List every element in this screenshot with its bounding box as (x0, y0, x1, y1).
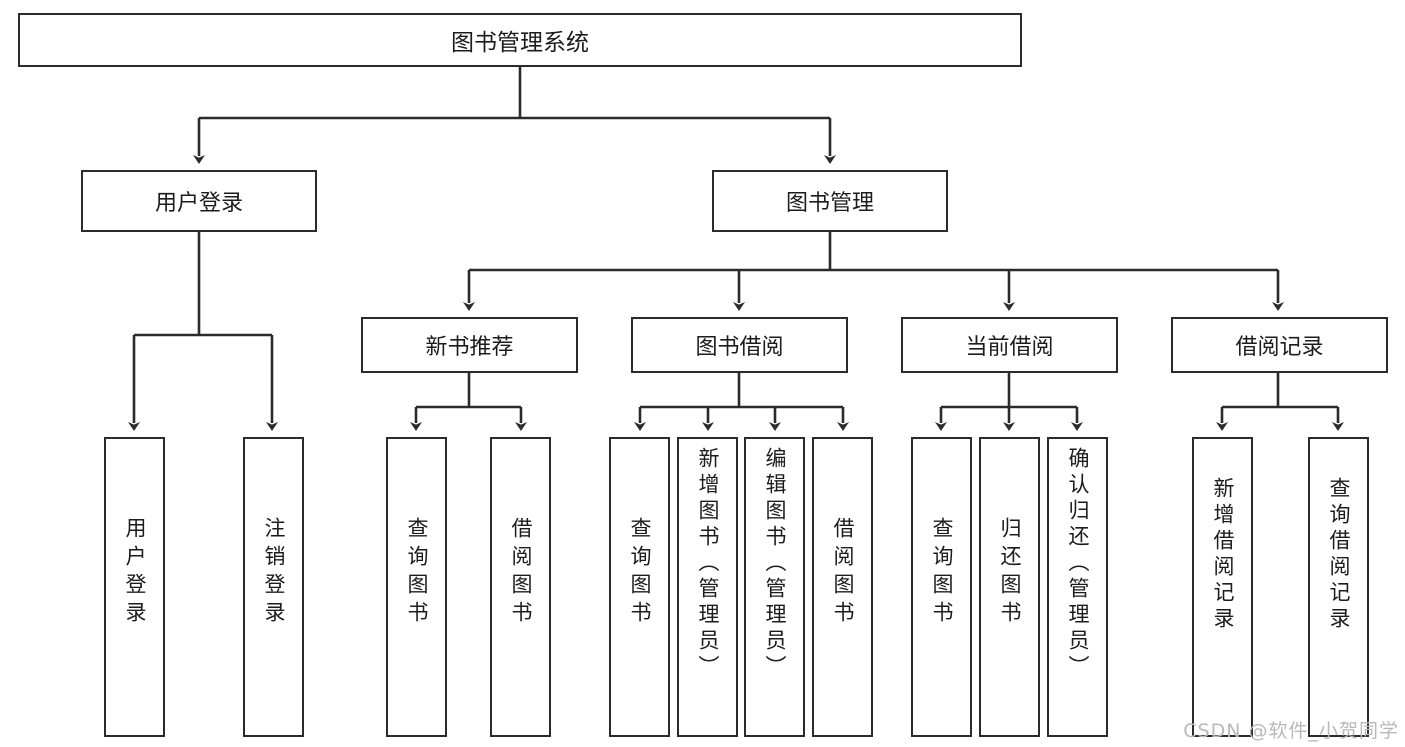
node-label: 新增借阅记录 (1211, 477, 1235, 633)
node-label: 查询图书 (628, 517, 652, 629)
node-label: 借阅图书 (509, 517, 533, 629)
node-label: 确认归还（管理员） (1066, 447, 1090, 681)
node-label: 图书借阅 (695, 335, 784, 360)
node-label: 图书管理系统 (451, 30, 589, 56)
node-label: 注销登录 (262, 517, 286, 629)
node-user-login[interactable]: 用户登录 (81, 170, 317, 232)
leaf-borrow-borrow-book[interactable]: 借阅图书 (812, 437, 873, 737)
node-borrow-record[interactable]: 借阅记录 (1171, 317, 1388, 373)
node-current-borrow[interactable]: 当前借阅 (901, 317, 1118, 373)
leaf-new-book-borrow-book[interactable]: 借阅图书 (490, 437, 551, 737)
node-label: 新书推荐 (425, 335, 514, 360)
node-new-book-recommend[interactable]: 新书推荐 (361, 317, 578, 373)
node-label: 用户登录 (123, 517, 147, 629)
leaf-borrow-edit-book-admin[interactable]: 编辑图书（管理员） (744, 437, 805, 737)
node-label: 归还图书 (998, 517, 1022, 629)
leaf-user-login-login[interactable]: 用户登录 (104, 437, 165, 737)
node-label: 借阅记录 (1235, 335, 1324, 360)
node-label: 查询借阅记录 (1327, 477, 1351, 633)
leaf-record-query-borrow-record[interactable]: 查询借阅记录 (1308, 437, 1369, 737)
node-book-management[interactable]: 图书管理 (712, 170, 948, 232)
leaf-borrow-add-book-admin[interactable]: 新增图书（管理员） (677, 437, 738, 737)
node-book-borrow[interactable]: 图书借阅 (631, 317, 848, 373)
node-label: 新增图书（管理员） (696, 447, 720, 681)
leaf-current-return-book[interactable]: 归还图书 (979, 437, 1040, 737)
node-label: 当前借阅 (965, 335, 1054, 360)
leaf-new-book-query-book[interactable]: 查询图书 (386, 437, 447, 737)
node-label: 图书管理 (785, 191, 874, 216)
leaf-user-login-logout[interactable]: 注销登录 (243, 437, 304, 737)
node-label: 查询图书 (930, 517, 954, 629)
leaf-borrow-query-book[interactable]: 查询图书 (609, 437, 670, 737)
node-label: 借阅图书 (831, 517, 855, 629)
node-label: 查询图书 (405, 517, 429, 629)
node-root-book-management-system[interactable]: 图书管理系统 (18, 13, 1022, 67)
node-label: 用户登录 (154, 191, 243, 216)
node-label: 编辑图书（管理员） (763, 447, 787, 681)
leaf-record-add-borrow-record[interactable]: 新增借阅记录 (1192, 437, 1253, 737)
leaf-current-confirm-return-admin[interactable]: 确认归还（管理员） (1047, 437, 1108, 737)
leaf-current-query-book[interactable]: 查询图书 (911, 437, 972, 737)
